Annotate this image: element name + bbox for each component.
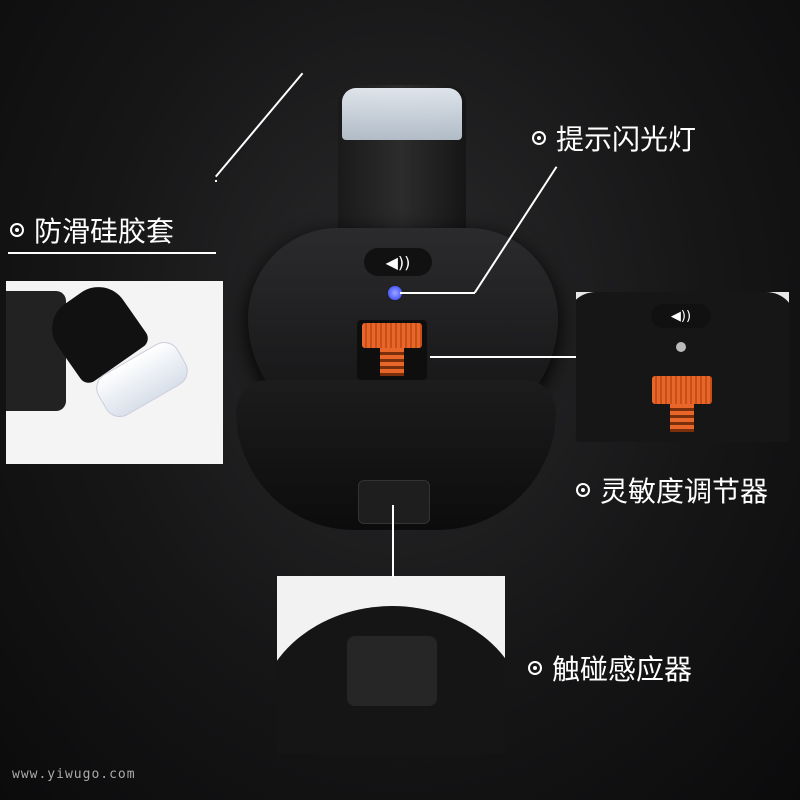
- silicone-inset-image: [6, 281, 223, 464]
- bullet-icon: [528, 661, 542, 675]
- bullet-icon: [10, 223, 24, 237]
- label-silicone-cover: 防滑硅胶套: [10, 210, 174, 250]
- sensitivity-dial: [362, 323, 422, 348]
- label-sensitivity-adjuster: 灵敏度调节器: [576, 470, 768, 510]
- label-flash-light: 提示闪光灯: [532, 118, 696, 158]
- silicone-cover: [342, 88, 462, 140]
- sensitivity-spring: [380, 348, 404, 376]
- speaker-volume-icon: ◀)): [385, 252, 411, 272]
- bullet-icon: [532, 131, 546, 145]
- speaker-volume-icon: ◀)): [670, 308, 692, 324]
- speaker-button: ◀)): [364, 248, 432, 276]
- label-touch-sensor: 触碰感应器: [528, 648, 692, 688]
- touch-sensor-inset-image: [277, 576, 505, 754]
- flash-led: [388, 286, 402, 300]
- bullet-icon: [576, 483, 590, 497]
- sensitivity-inset-image: ◀)): [576, 292, 789, 442]
- watermark: www.yiwugo.com: [12, 767, 136, 782]
- touch-sensor-pad: [358, 480, 430, 524]
